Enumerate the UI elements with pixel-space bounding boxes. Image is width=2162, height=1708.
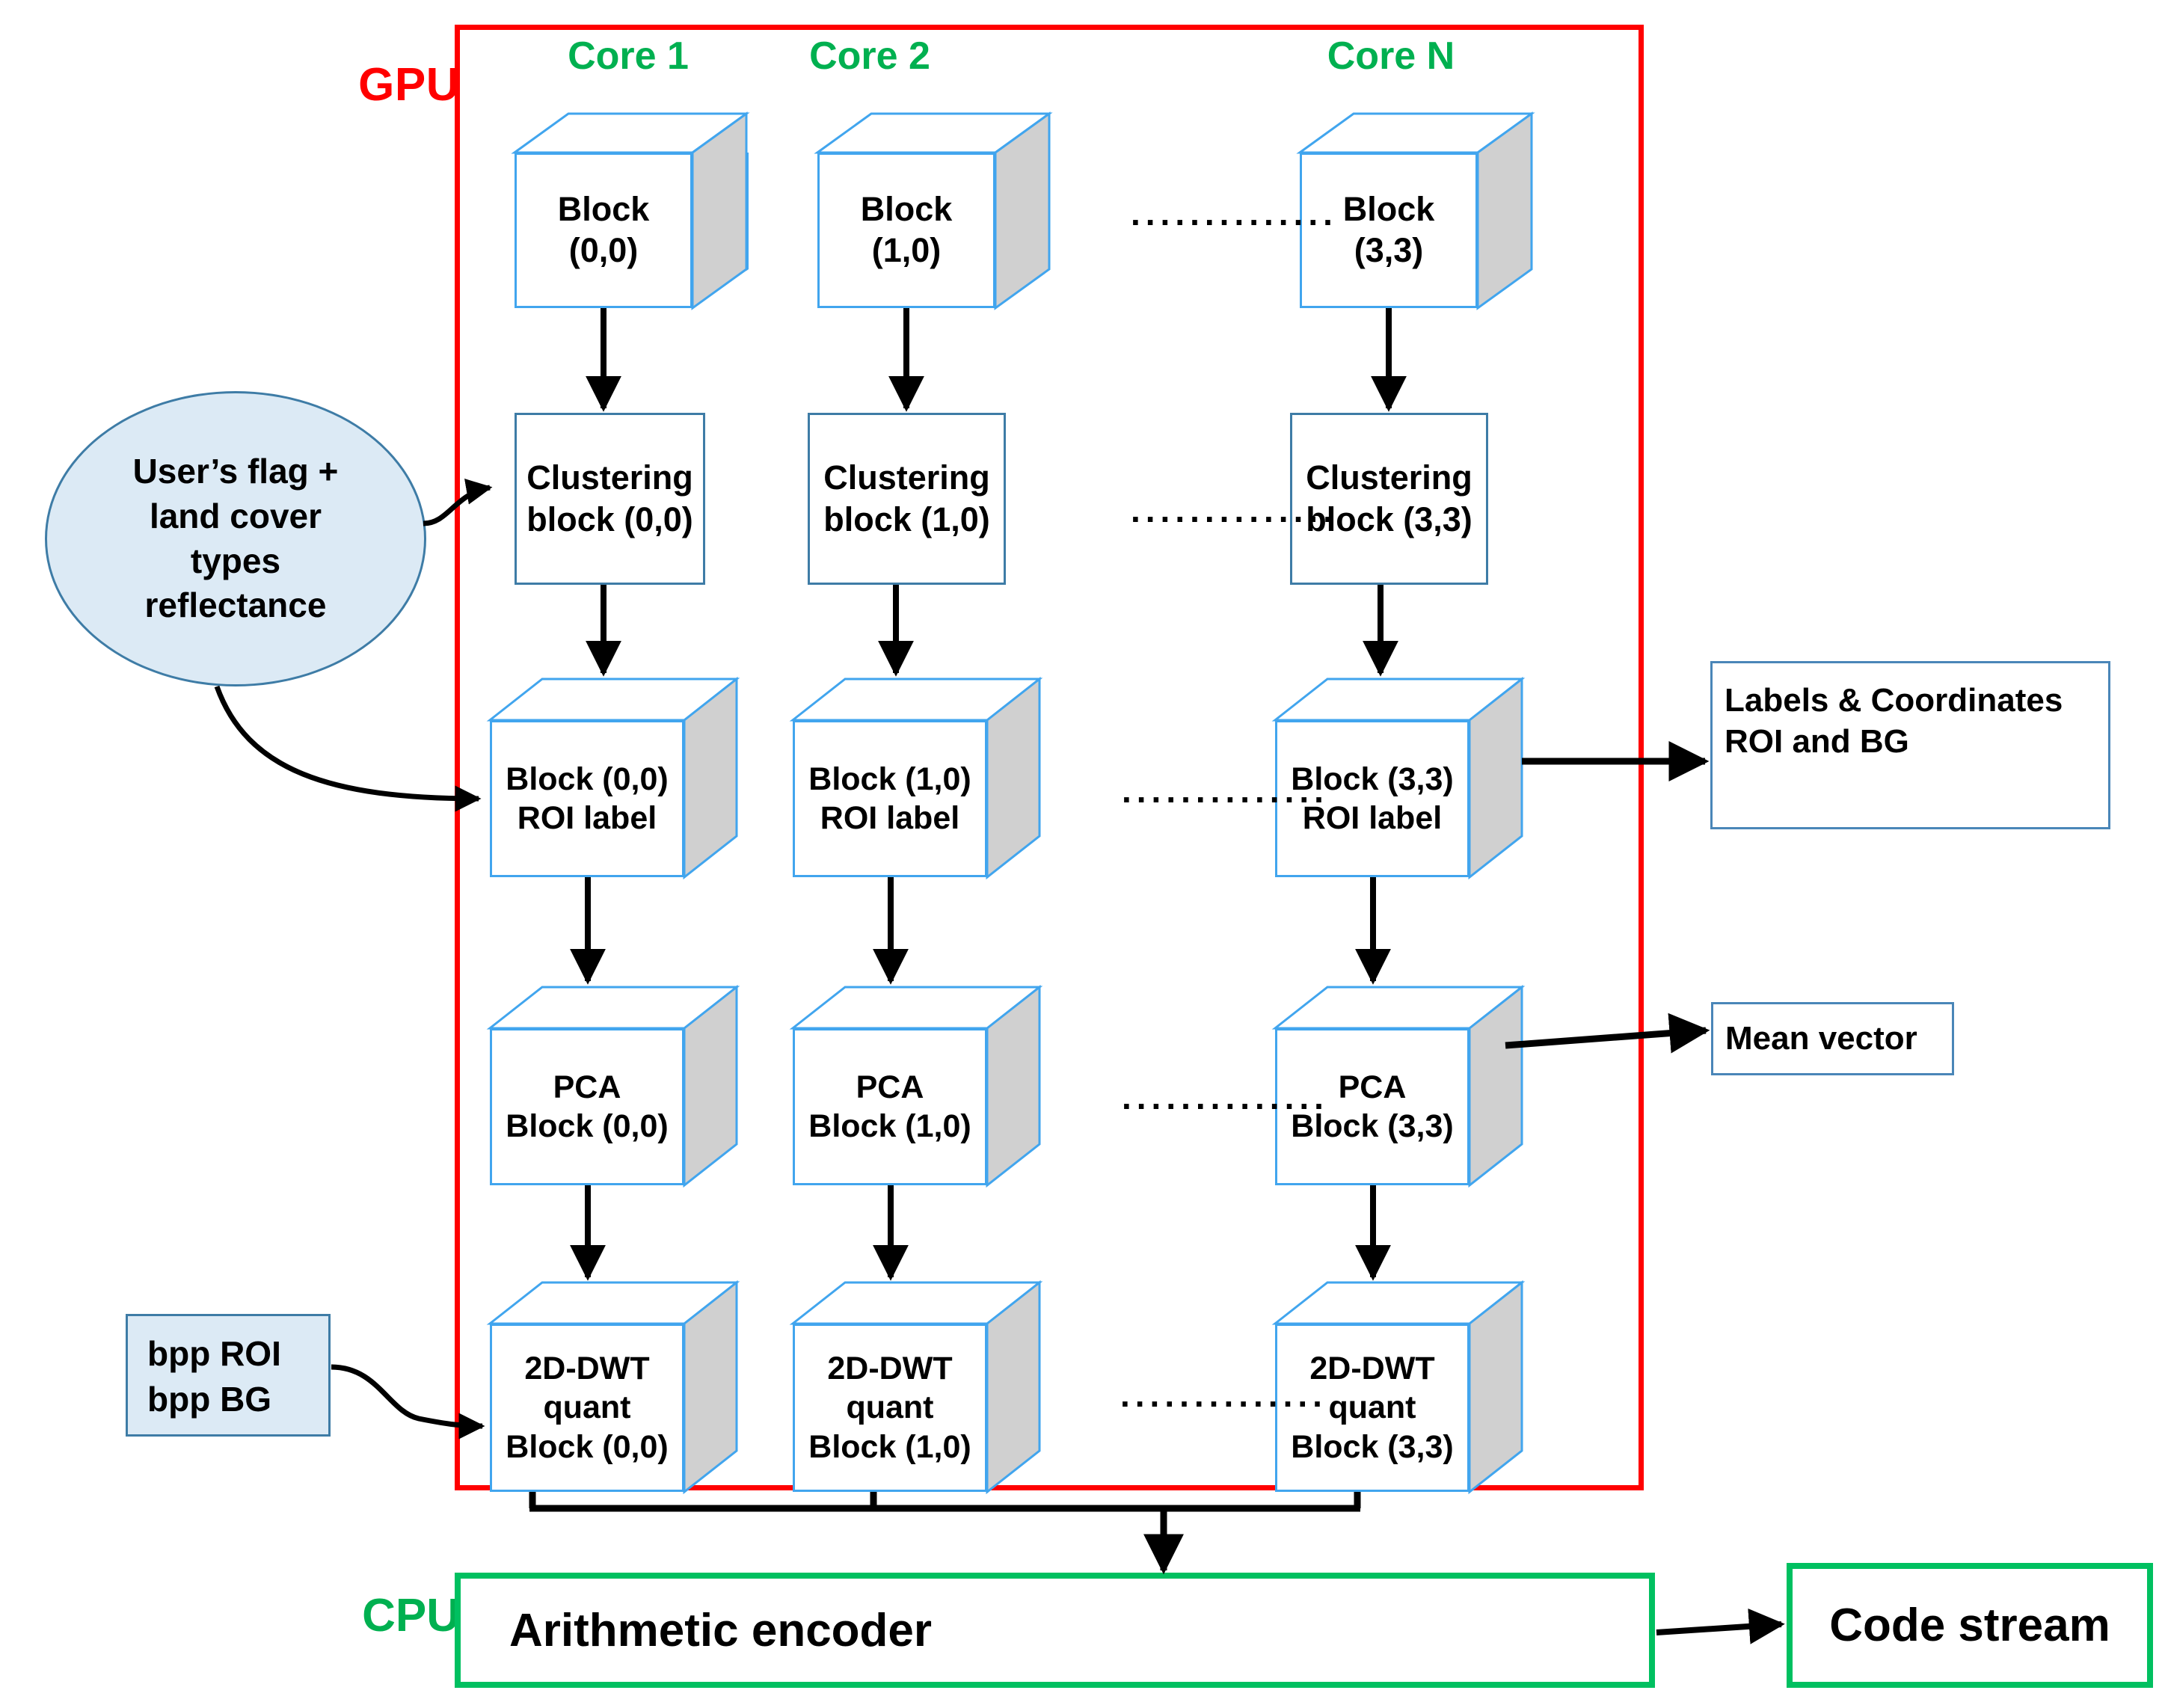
arithmetic-encoder-label: Arithmetic encoder: [509, 1604, 933, 1656]
gpu-label: GPU: [358, 59, 460, 111]
labels-coordinates-line1: Labels & Coordinates: [1725, 682, 2063, 719]
roi-cube-coren[interactable]: Block (3,3)ROI label: [1271, 676, 1526, 880]
mean-vector-output-box[interactable]: Mean vector: [1711, 1002, 1954, 1075]
ellipsis-clustering-row: ..............: [1131, 491, 1338, 529]
code-stream-box[interactable]: Code stream: [1787, 1563, 2153, 1688]
core-header-n: Core N: [1327, 34, 1455, 78]
core-header-2: Core 2: [809, 34, 930, 78]
roi-cube-core1-label: Block (0,0)ROI label: [506, 761, 669, 836]
labels-coordinates-output-box[interactable]: Labels & Coordinates ROI and BG: [1710, 661, 2110, 829]
ellipsis-pca-row: ..............: [1122, 1078, 1329, 1116]
user-flag-input-label: User’s flag + land cover types reflectan…: [132, 451, 339, 625]
mean-vector-label: Mean vector: [1725, 1020, 1917, 1057]
cpu-label: CPU: [362, 1590, 460, 1641]
block-cube-core2[interactable]: Block(1,0): [814, 111, 1053, 310]
arrow-userflag-to-roi: [214, 685, 482, 812]
block-cube-core2-label: Block(1,0): [860, 190, 953, 269]
roi-cube-coren-label: Block (3,3)ROI label: [1291, 761, 1454, 836]
arrow-encoder-to-codestream: [1656, 1608, 1785, 1644]
ellipsis-block-row: ..............: [1131, 194, 1338, 233]
block-cube-core1-label: Block(0,0): [557, 190, 650, 269]
block-cube-core1[interactable]: Block(0,0): [511, 111, 750, 310]
code-stream-label: Code stream: [1829, 1600, 2110, 1651]
bpp-input-box[interactable]: bpp ROI bpp BG: [126, 1314, 331, 1437]
arithmetic-encoder-box[interactable]: Arithmetic encoder: [455, 1573, 1655, 1688]
core-header-1: Core 1: [568, 34, 689, 78]
user-flag-input-ellipse[interactable]: User’s flag + land cover types reflectan…: [45, 391, 426, 686]
ellipsis-dwt-row: ..............: [1120, 1375, 1327, 1414]
block-cube-coren-label: Block(3,3): [1342, 190, 1435, 269]
bpp-bg-label: bpp BG: [147, 1379, 272, 1419]
labels-coordinates-line2: ROI and BG: [1725, 723, 1909, 761]
roi-cube-core1[interactable]: Block (0,0)ROI label: [486, 676, 740, 880]
block-cube-coren[interactable]: Block(3,3): [1296, 111, 1535, 310]
ellipsis-roi-row: ..............: [1122, 771, 1329, 810]
roi-cube-core2[interactable]: Block (1,0)ROI label: [789, 676, 1043, 880]
bpp-roi-label: bpp ROI: [147, 1334, 281, 1373]
roi-cube-core2-label: Block (1,0)ROI label: [808, 761, 971, 836]
